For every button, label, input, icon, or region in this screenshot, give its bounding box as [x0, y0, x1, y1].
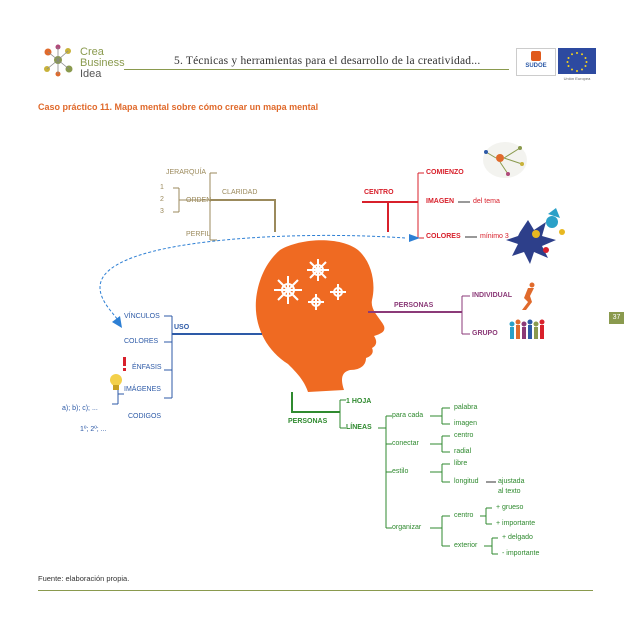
source-note: Fuente: elaboración propia. — [38, 574, 130, 583]
label-grupo: GRUPO — [472, 330, 498, 337]
chapter-title: 5. Técnicas y herramientas para el desar… — [174, 55, 481, 67]
lightbulb-icon — [110, 374, 122, 390]
mind-map-thumbnail-icon — [483, 142, 527, 178]
label-abc: a); b); c); ... — [62, 405, 98, 412]
label-codigos: CODIGOS — [128, 413, 162, 420]
case-subtitle: Caso práctico 11. Mapa mental sobre cómo… — [38, 102, 319, 112]
label-enfasis: ÉNFASIS — [132, 364, 162, 371]
label-radial: radial — [454, 448, 472, 455]
brand-word-3: Idea — [80, 68, 102, 80]
label-para-cada: para cada — [392, 412, 424, 419]
sudoe-emblem-icon — [531, 51, 541, 61]
label-individual: INDIVIDUAL — [472, 292, 513, 299]
label-estilo: estilo — [392, 468, 409, 475]
group-of-people-icon — [509, 319, 545, 339]
label-una-hoja: 1 HOJA — [346, 398, 372, 405]
label-exterior: exterior — [454, 542, 478, 549]
label-lineas: LÍNEAS — [346, 424, 372, 431]
label-centro: CENTRO — [364, 189, 394, 196]
label-palabra: palabra — [454, 404, 478, 411]
label-organizar: organizar — [392, 524, 422, 531]
label-mas-grueso: + grueso — [496, 504, 524, 511]
eu-stars-icon — [566, 52, 588, 72]
label-ordinal: 1º; 2º; ... — [80, 426, 107, 433]
footer-rule — [38, 590, 593, 591]
label-personas-purple: PERSONAS — [394, 302, 434, 309]
page-number: 37 — [609, 312, 624, 324]
label-imagen: IMAGEN — [426, 198, 454, 205]
eu-label: Unión Europea — [563, 76, 591, 81]
brand-logo — [38, 42, 78, 78]
sudoe-label: SUDOE — [525, 63, 547, 69]
brand-word-2: Business — [80, 57, 125, 69]
label-centro-organizar: centro — [454, 512, 474, 519]
label-one: 1 — [160, 184, 164, 191]
label-imagen-green: imagen — [454, 420, 477, 427]
label-claridad: CLARIDAD — [222, 189, 258, 196]
label-del-tema: del tema — [473, 198, 500, 205]
label-centro-green: centro — [454, 432, 474, 439]
person-running-icon — [522, 282, 535, 310]
sudoe-logo: SUDOE — [516, 48, 556, 76]
eu-flag — [558, 48, 596, 74]
label-menos-importante: - importante — [502, 550, 540, 557]
label-perfil: PERFIL — [186, 231, 211, 238]
label-longitud: longitud — [454, 478, 479, 485]
label-uso: USO — [174, 324, 190, 331]
label-personas-green: PERSONAS — [288, 418, 328, 425]
label-al-texto: al texto — [498, 488, 521, 495]
label-jerarquia: JERARQUÍA — [166, 169, 207, 176]
exclamation-icon — [123, 357, 126, 371]
label-comienzo: COMIENZO — [426, 169, 464, 176]
label-colores-red: COLORES — [426, 233, 461, 240]
label-two: 2 — [160, 196, 164, 203]
gears-icon — [274, 259, 346, 310]
label-orden: ORDEN — [186, 197, 212, 204]
label-ajustada: ajustada — [498, 478, 525, 485]
label-minimo: mínimo 3 — [480, 233, 509, 240]
head-silhouette — [255, 240, 385, 392]
brand-word-1: Crea — [80, 46, 104, 58]
label-mas-importante: + importante — [496, 520, 536, 527]
label-imagenes: IMÁGENES — [124, 386, 161, 393]
label-vinculos: VÍNCULOS — [124, 313, 160, 320]
label-colores-blue: COLORES — [124, 338, 159, 345]
paint-splash-icon — [506, 208, 565, 264]
label-three: 3 — [160, 208, 164, 215]
brand-logo-icon — [44, 44, 73, 77]
label-mas-delgado: + delgado — [502, 534, 533, 541]
header-rule — [124, 69, 509, 70]
brand-name: Crea Business Idea — [80, 47, 125, 80]
label-conectar: conectar — [392, 440, 419, 447]
label-libre: libre — [454, 460, 468, 467]
